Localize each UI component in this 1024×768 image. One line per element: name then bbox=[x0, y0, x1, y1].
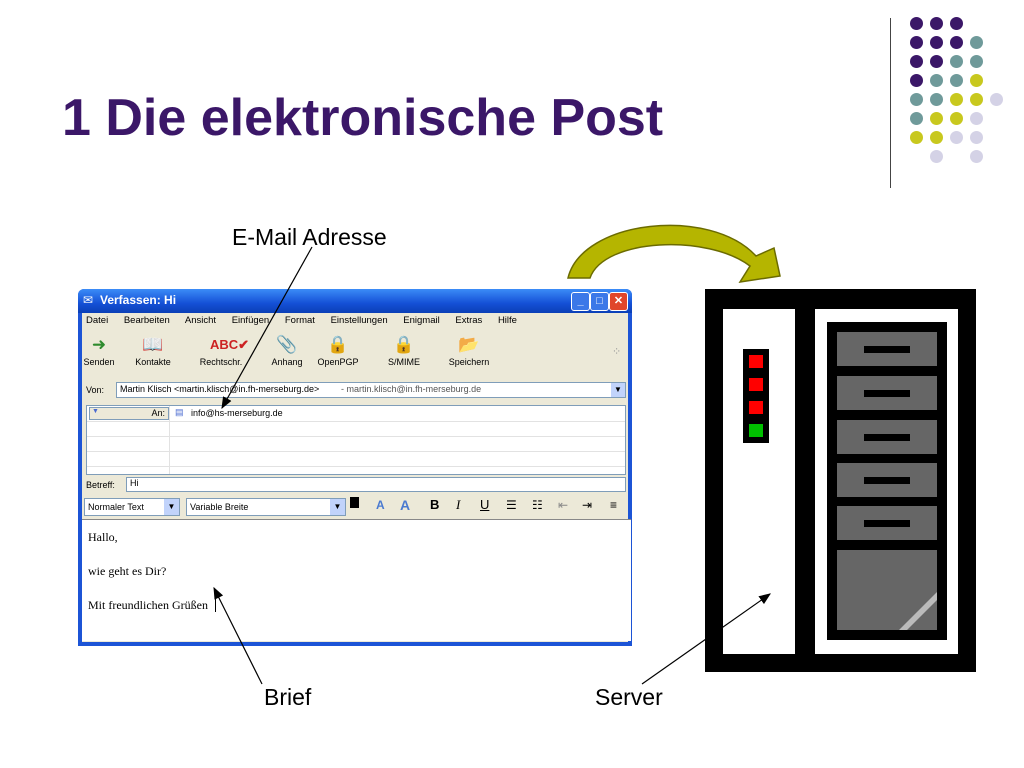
led-red-icon bbox=[749, 378, 763, 391]
menu-ansicht[interactable]: Ansicht bbox=[184, 315, 217, 326]
lock-icon: 🔒 bbox=[327, 335, 349, 354]
email-address-label: E-Mail Adresse bbox=[232, 224, 387, 250]
compose-window: ✉ Verfassen: Hi _ □ ✕ Datei Bearbeiten A… bbox=[78, 289, 632, 646]
window-title: Verfassen: Hi bbox=[100, 293, 177, 307]
server-label: Server bbox=[595, 684, 663, 710]
message-body[interactable]: Hallo, wie geht es Dir? Mit freundlichen… bbox=[82, 519, 631, 641]
openpgp-label: OpenPGP bbox=[317, 357, 359, 367]
smime-button[interactable]: 🔒 S/MIME bbox=[379, 333, 429, 367]
body-line: wie geht es Dir? bbox=[88, 564, 167, 578]
text-color-button[interactable] bbox=[350, 497, 359, 508]
font-larger-icon[interactable]: A bbox=[400, 497, 411, 513]
from-extra: - martin.klisch@in.fh-merseburg.de bbox=[341, 384, 482, 394]
paperclip-icon: 📎 bbox=[276, 335, 298, 354]
bullet-list-icon[interactable]: ☰ bbox=[506, 498, 517, 512]
chevron-down-icon: ▼ bbox=[164, 499, 179, 515]
subject-input[interactable]: Hi bbox=[126, 477, 626, 492]
format-toolbar: Normaler Text ▼ Variable Breite ▼ A A B … bbox=[82, 495, 628, 517]
font-value: Variable Breite bbox=[190, 502, 249, 512]
paragraph-style-select[interactable]: Normaler Text ▼ bbox=[84, 498, 180, 516]
italic-button[interactable]: I bbox=[456, 497, 461, 512]
app-icon: ✉ bbox=[83, 293, 94, 307]
contacts-label: Kontakte bbox=[135, 357, 171, 367]
openpgp-button[interactable]: 🔒 OpenPGP bbox=[313, 333, 363, 367]
window-titlebar: ✉ Verfassen: Hi _ □ ✕ bbox=[78, 289, 632, 313]
align-icon[interactable]: ≡ bbox=[610, 498, 618, 512]
chevron-down-icon: ▼ bbox=[92, 408, 99, 415]
drive-bay bbox=[837, 332, 937, 366]
letter-label: Brief bbox=[264, 684, 312, 710]
save-folder-icon: 📂 bbox=[458, 335, 480, 354]
storage-panel bbox=[837, 550, 937, 630]
padlock-icon: 🔒 bbox=[393, 335, 415, 354]
menu-enigmail[interactable]: Enigmail bbox=[403, 315, 440, 326]
from-select[interactable]: Martin Klisch <martin.klisch@in.fh-merse… bbox=[116, 382, 626, 398]
divider-line bbox=[890, 18, 891, 188]
address-book-icon: 📖 bbox=[142, 335, 164, 354]
menu-format[interactable]: Format bbox=[284, 315, 315, 326]
numbered-list-icon[interactable]: ☷ bbox=[532, 498, 543, 512]
close-button[interactable]: ✕ bbox=[609, 292, 628, 311]
font-smaller-icon[interactable]: A bbox=[376, 498, 385, 512]
menu-datei[interactable]: Datei bbox=[86, 315, 109, 326]
chevron-down-icon[interactable]: ▼ bbox=[611, 383, 625, 397]
contacts-button[interactable]: 📖 Kontakte bbox=[128, 333, 178, 367]
outdent-icon[interactable]: ⇤ bbox=[558, 498, 569, 512]
drive-bay bbox=[837, 506, 937, 540]
menu-hilfe[interactable]: Hilfe bbox=[497, 315, 517, 326]
drive-bay bbox=[837, 420, 937, 454]
body-line: Hallo, bbox=[88, 530, 118, 544]
recipient-list[interactable]: ▼ An: ▤ info@hs-merseburg.de bbox=[86, 405, 626, 475]
subject-value: Hi bbox=[130, 478, 139, 488]
throbber-icon: ⁘ bbox=[612, 346, 622, 358]
contact-card-icon: ▤ bbox=[175, 407, 184, 417]
to-label: An: bbox=[151, 408, 165, 418]
to-value[interactable]: info@hs-merseburg.de bbox=[191, 408, 283, 418]
attach-button[interactable]: 📎 Anhang bbox=[262, 333, 312, 367]
status-led-panel bbox=[743, 349, 769, 443]
spellcheck-button[interactable]: ABC✔ Rechtschr. bbox=[196, 333, 249, 367]
font-select[interactable]: Variable Breite ▼ bbox=[186, 498, 346, 516]
save-button[interactable]: 📂 Speichern bbox=[444, 333, 494, 367]
indent-icon[interactable]: ⇥ bbox=[582, 498, 593, 512]
send-button[interactable]: ➜ Senden bbox=[74, 333, 124, 367]
from-value: Martin Klisch <martin.klisch@in.fh-merse… bbox=[120, 384, 320, 394]
body-line: Mit freundlichen Grüßen bbox=[88, 598, 208, 612]
menu-bar: Datei Bearbeiten Ansicht Einfügen Format… bbox=[86, 315, 530, 331]
menu-einstellungen[interactable]: Einstellungen bbox=[330, 315, 388, 326]
from-label: Von: bbox=[86, 385, 105, 395]
menu-extras[interactable]: Extras bbox=[455, 315, 483, 326]
curved-arrow-icon bbox=[567, 224, 781, 283]
led-green-icon bbox=[749, 424, 763, 437]
led-red-icon bbox=[749, 355, 763, 368]
smime-label: S/MIME bbox=[387, 357, 420, 367]
drive-bays bbox=[827, 322, 947, 640]
save-label: Speichern bbox=[448, 357, 490, 367]
chevron-down-icon: ▼ bbox=[330, 499, 345, 515]
toolbar: ➜ Senden 📖 Kontakte ABC✔ Rechtschr. 📎 An… bbox=[82, 333, 628, 377]
text-cursor bbox=[215, 598, 216, 612]
minimize-button[interactable]: _ bbox=[571, 292, 590, 311]
drive-bay bbox=[837, 376, 937, 410]
menu-bearbeiten[interactable]: Bearbeiten bbox=[123, 315, 170, 326]
subject-label: Betreff: bbox=[86, 480, 115, 490]
led-red-icon bbox=[749, 401, 763, 414]
attach-label: Anhang bbox=[271, 357, 303, 367]
recipient-type-select[interactable]: ▼ An: bbox=[89, 407, 169, 420]
bold-button[interactable]: B bbox=[430, 497, 440, 512]
paragraph-style-value: Normaler Text bbox=[88, 502, 144, 512]
slide-title: 1 Die elektronische Post bbox=[62, 89, 664, 147]
menu-einfuegen[interactable]: Einfügen bbox=[231, 315, 270, 326]
drive-bay bbox=[837, 463, 937, 497]
underline-button[interactable]: U bbox=[480, 497, 490, 512]
maximize-button[interactable]: □ bbox=[590, 292, 609, 311]
spellcheck-label: Rechtschr. bbox=[199, 357, 243, 367]
send-icon: ➜ bbox=[91, 335, 107, 354]
window-client: Datei Bearbeiten Ansicht Einfügen Format… bbox=[82, 313, 631, 642]
send-label: Senden bbox=[83, 357, 115, 367]
